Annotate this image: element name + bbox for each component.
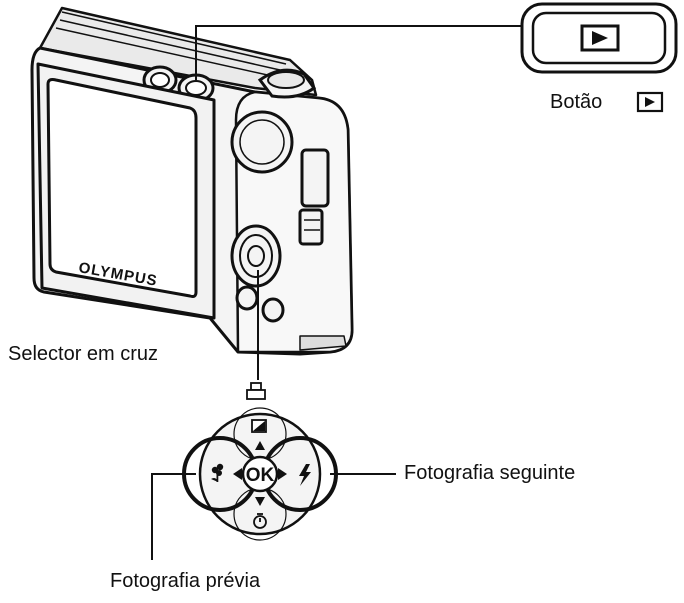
up-arrow-icon	[255, 441, 265, 450]
print-icon	[246, 382, 266, 400]
flash-icon	[299, 464, 311, 486]
next-photo-label: Fotografia seguinte	[404, 462, 576, 484]
side-connector	[298, 148, 330, 246]
down-arrow-icon	[255, 497, 265, 506]
zoom-lever	[230, 110, 294, 174]
leader-lines	[151, 25, 522, 560]
camera-lower-buttons	[235, 285, 285, 323]
lcd-screen	[36, 62, 216, 320]
play-icon	[592, 31, 608, 45]
left-arrow-icon	[233, 468, 242, 480]
playback-button[interactable]	[520, 2, 678, 74]
play-icon-label-glyph	[636, 91, 664, 113]
right-arrow-icon	[278, 468, 287, 480]
mode-dial	[257, 68, 317, 99]
exposure-compensation-icon	[251, 419, 267, 433]
top-ridges	[55, 11, 287, 77]
arrow-pad-zoom: OK	[182, 382, 338, 541]
macro-icon	[211, 463, 224, 482]
arrow-pad-label: Selector em cruz	[8, 343, 159, 365]
camera-arrow-pad	[230, 224, 282, 288]
self-timer-icon	[253, 513, 267, 529]
previous-photo-label: Fotografia prévia	[110, 570, 261, 592]
ok-label: OK	[246, 465, 275, 486]
ok-button[interactable]	[241, 455, 279, 493]
playback-button-label: Botão	[550, 91, 603, 113]
